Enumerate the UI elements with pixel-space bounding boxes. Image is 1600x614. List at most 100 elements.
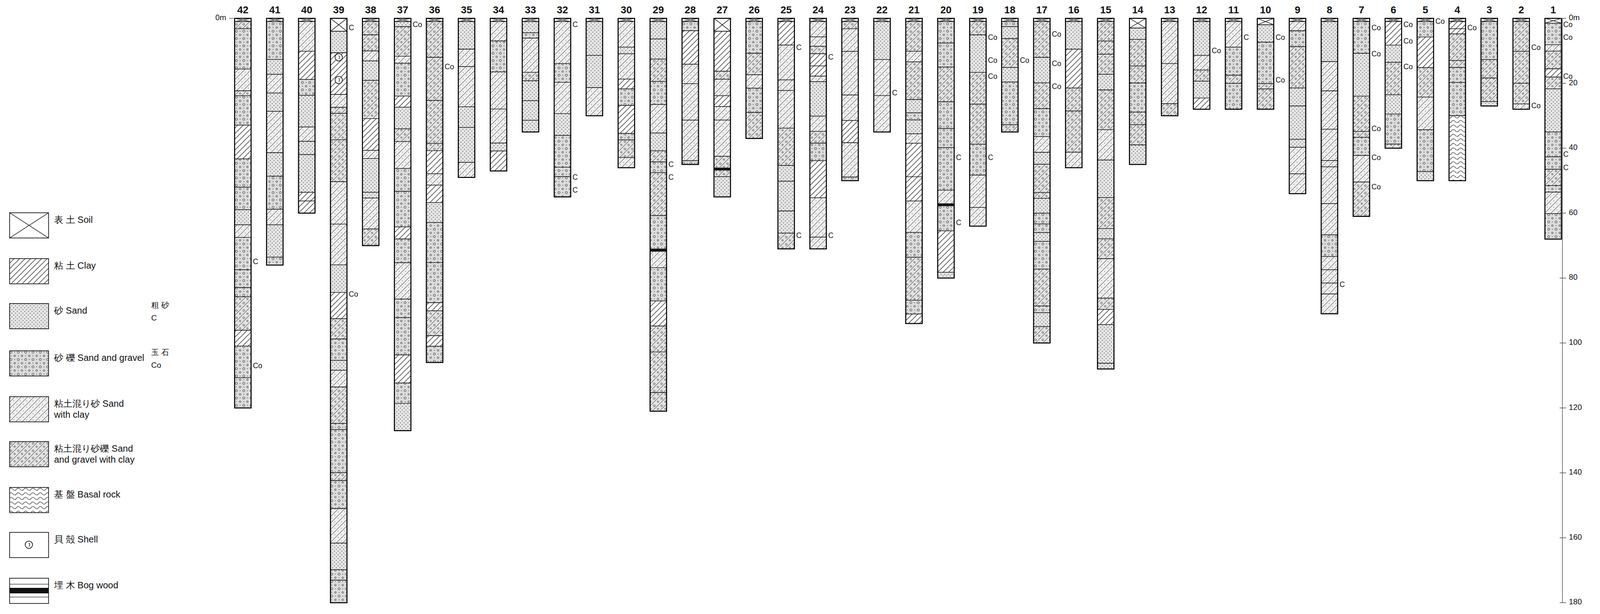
legend-text: 埋 木 Bog wood bbox=[54, 579, 142, 591]
borehole-log bbox=[1480, 18, 1498, 106]
legend-text: 基 盤 Basal rock bbox=[54, 488, 142, 500]
stratum-layer bbox=[937, 203, 955, 231]
grain-note: C bbox=[956, 153, 962, 162]
column-outline bbox=[873, 18, 891, 132]
stratum-layer bbox=[1289, 139, 1306, 148]
stratum-layer bbox=[810, 46, 827, 55]
borehole-number: 1 bbox=[1550, 4, 1557, 16]
stratum-layer bbox=[330, 480, 347, 509]
stratum-layer bbox=[1193, 81, 1211, 99]
borehole-number: 32 bbox=[556, 4, 568, 16]
stratum-layer bbox=[330, 386, 347, 424]
borehole-number: 28 bbox=[684, 4, 696, 16]
stratum-layer bbox=[650, 215, 667, 249]
legend-box bbox=[9, 531, 49, 558]
stratum-layer bbox=[969, 104, 987, 144]
grain-note: C bbox=[828, 53, 834, 62]
column-outline bbox=[1033, 18, 1051, 343]
borehole-number: 27 bbox=[716, 4, 728, 16]
borehole-log bbox=[1129, 18, 1146, 165]
legend-swatch bbox=[9, 212, 50, 239]
borehole-number: 5 bbox=[1422, 4, 1429, 16]
stratum-layer bbox=[618, 139, 635, 158]
borehole-log bbox=[362, 18, 379, 246]
grain-note: Co bbox=[444, 62, 455, 72]
stratum-layer bbox=[426, 143, 444, 151]
column-outline bbox=[1161, 18, 1179, 116]
column-outline bbox=[1193, 18, 1211, 110]
stratum-layer bbox=[1033, 152, 1051, 165]
borehole-log bbox=[745, 18, 763, 139]
grain-note: Co bbox=[1275, 76, 1285, 85]
stratum-layer bbox=[234, 21, 252, 29]
stratum-layer bbox=[234, 296, 252, 330]
borehole-number: 18 bbox=[1004, 4, 1016, 16]
stratum-layer bbox=[937, 272, 955, 279]
stratum-layer bbox=[234, 345, 252, 378]
stratum-layer bbox=[458, 21, 475, 50]
stratum-layer bbox=[841, 21, 859, 29]
stratum-layer bbox=[1417, 171, 1434, 181]
borehole-log bbox=[1097, 18, 1114, 369]
stratum-layer bbox=[905, 200, 923, 232]
stratum-layer bbox=[330, 113, 347, 140]
grain-note: C bbox=[1563, 163, 1569, 172]
stratum-layer bbox=[394, 298, 411, 318]
stratum-layer bbox=[362, 191, 379, 198]
column-outline bbox=[1512, 18, 1530, 110]
column-outline bbox=[713, 18, 731, 197]
column-outline bbox=[841, 18, 859, 181]
stratum-layer bbox=[1097, 228, 1114, 239]
borehole-number: 35 bbox=[460, 4, 472, 16]
stratum-layer bbox=[266, 74, 284, 94]
stratum-layer bbox=[330, 422, 347, 429]
stratum-layer bbox=[810, 21, 827, 37]
stratum-layer bbox=[394, 26, 411, 57]
borehole-number: 11 bbox=[1228, 4, 1239, 16]
stratum-layer bbox=[841, 142, 859, 177]
legend-swatch bbox=[9, 440, 50, 468]
stratum-layer bbox=[1065, 49, 1083, 88]
stratum-layer bbox=[330, 318, 347, 339]
borehole-number: 6 bbox=[1390, 4, 1397, 16]
stratum-layer bbox=[905, 143, 923, 177]
stratum-layer bbox=[554, 167, 571, 177]
grain-note: Co bbox=[1435, 17, 1445, 26]
stratum-layer bbox=[810, 197, 827, 237]
column-outline bbox=[969, 18, 987, 226]
grain-note: Co bbox=[1531, 101, 1541, 110]
stratum-layer bbox=[330, 31, 347, 53]
column-outline bbox=[650, 18, 667, 411]
stratum-layer bbox=[1353, 155, 1370, 182]
stratum-layer bbox=[905, 112, 923, 120]
stratum-layer bbox=[1289, 147, 1306, 174]
grain-note: Co bbox=[1563, 33, 1573, 42]
stratum-layer bbox=[586, 87, 603, 116]
legend-text: 貝 殻 Shell bbox=[54, 533, 142, 545]
depth-tick bbox=[1559, 212, 1567, 214]
stratum-layer bbox=[937, 101, 955, 129]
borehole-log bbox=[458, 18, 475, 178]
stratum-layer bbox=[810, 131, 827, 144]
shell-symbol bbox=[334, 53, 343, 61]
stratum-layer bbox=[713, 156, 731, 177]
stratum-layer bbox=[1417, 67, 1434, 97]
stratum-layer bbox=[1449, 67, 1466, 83]
borehole-number: 40 bbox=[301, 4, 313, 16]
stratum-layer bbox=[394, 168, 411, 192]
grain-note: Co bbox=[1371, 153, 1381, 162]
stratum-layer bbox=[298, 154, 316, 192]
stratum-layer bbox=[1257, 83, 1274, 89]
stratum-layer bbox=[394, 382, 411, 403]
depth-label: 80 bbox=[1568, 273, 1578, 282]
stratum-layer bbox=[650, 81, 667, 105]
borehole-log bbox=[905, 18, 923, 324]
stratum-layer bbox=[650, 172, 667, 216]
stratum-layer bbox=[1545, 169, 1562, 186]
borehole-number: 29 bbox=[652, 4, 664, 16]
stratum-layer bbox=[234, 329, 252, 346]
stratum-layer bbox=[810, 142, 827, 161]
borehole-log bbox=[778, 18, 795, 249]
grain-note: Co bbox=[1371, 23, 1381, 33]
stratum-layer bbox=[330, 369, 347, 387]
